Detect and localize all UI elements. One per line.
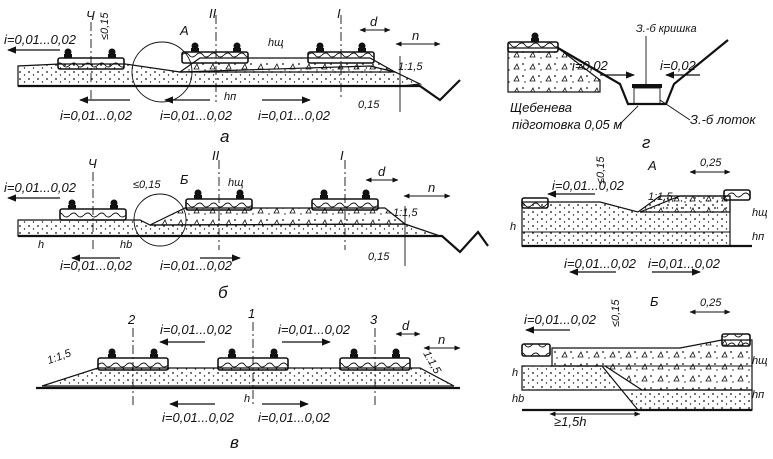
panel-a-label-ii: II [209,6,217,21]
panel-b-ground-line [18,230,489,254]
panel-g-prep-line-2: підготовка 0,05 м [512,117,622,132]
panel-b-caption: б [218,283,229,302]
panel-a-label-i: I [337,6,341,21]
panel-a: Ч II I A ≤0,15 hщ hп 1:1,5 d n 0,15 i=0,… [4,6,461,146]
panel-v-n: n [438,332,445,347]
panel-a-d: d [370,14,378,29]
panel-g-tray-label: З.-б лоток [690,112,756,127]
detail-b-min-len: ≥1,5h [554,414,586,429]
detail-a-slope-top: i=0,01...0,02 [552,178,625,193]
panel-a-slope-2: i=0,01...0,02 [60,108,133,123]
panel-v-rails [108,348,400,358]
panel-g-sleeper [507,41,559,53]
panel-g-slope-right: i=0,02 [660,58,697,73]
panel-v-slope-2: i=0,01...0,02 [278,322,351,337]
detail-b-hb: hb [512,393,524,405]
panel-a-hsh: hщ [268,37,283,49]
panel-b-label-ch: Ч [88,156,97,171]
panel-b-slope-3: i=0,01...0,02 [160,258,233,273]
panel-a-rails [64,42,366,58]
panel-b-callout-circle [133,193,187,247]
panel-b: Ч II I Б ≤0,15 hщ h hb 1:1,5 d n 0,15 i=… [4,148,489,302]
detail-b-hp: hп [752,389,764,401]
panel-g-cover [632,84,662,88]
panel-b-max-diff: ≤0,15 [133,179,161,191]
panel-a-offset: 0,15 [358,99,380,111]
detail-a-hp: hп [752,231,764,243]
panel-a-sleeper-ii [181,51,249,64]
panel-v-ballast [41,367,455,387]
panel-v-label-3: 3 [370,312,378,327]
panel-b-hb: hb [120,239,132,251]
panel-b-offset: 0,15 [368,251,390,263]
panel-a-max-diff: ≤0,15 [99,12,111,40]
panel-g-cover-label: З.-б кришка [636,23,697,35]
panel-b-n: n [428,180,435,195]
detail-a-slope-bottom-1: i=0,01...0,02 [564,256,637,271]
panel-a-callout-label: A [179,23,189,38]
panel-b-ballast-upper [149,207,407,226]
panel-g-tray [633,87,661,105]
panel-b-callout-label: Б [180,172,189,187]
detail-a-sleeper-right [723,189,751,201]
detail-a: A ≤0,15 0,25 1:1,5 h hщ hп i=0,01...0,02… [510,156,767,276]
detail-b-width: 0,25 [700,297,722,309]
panel-a-n: n [412,28,419,43]
panel-v-slope-3: i=0,01...0,02 [162,410,235,425]
detail-a-width: 0,25 [700,157,722,169]
detail-b-sleeper-left [521,343,551,357]
panel-v-label-1: 1 [248,306,255,321]
panel-b-slope-1: i=0,01...0,02 [4,180,77,195]
panel-a-slope-3: i=0,01...0,02 [160,108,233,123]
panel-v-slope-left: 1:1,5 [46,347,74,367]
detail-a-slope-bottom-2: i=0,01...0,02 [648,256,721,271]
panel-a-label-ch: Ч [86,8,95,23]
panel-g-prep-line-1: Щебенева [510,100,572,115]
panel-v-h: h [244,393,250,405]
panel-g: З.-б кришка i=0,02 i=0,02 Щебенева підго… [507,23,756,152]
panel-a-slope-4: i=0,01...0,02 [258,108,331,123]
detail-b-slope: i=0,01...0,02 [524,312,597,327]
panel-g-slope-left: i=0,02 [572,58,609,73]
detail-b: Б i=0,01...0,02 ≤0,15 0,25 h hb hщ hп ≥1… [512,294,767,429]
panel-b-hsh: hщ [228,177,243,189]
detail-a-slope: 1:1,5 [648,191,673,203]
panel-v-caption: в [230,433,239,452]
panel-v-slope-1: i=0,01...0,02 [160,322,233,337]
detail-a-max-diff: ≤0,15 [595,156,607,184]
detail-a-h: h [510,221,516,233]
panel-a-caption: а [220,127,229,146]
panel-a-slope-1: i=0,01...0,02 [4,32,77,47]
panel-g-caption: г [642,133,650,152]
detail-a-caption: A [647,158,657,173]
panel-b-slope: 1:1,5 [393,207,418,219]
detail-b-max-diff: ≤0,15 [610,299,622,327]
detail-b-h: h [512,367,518,379]
panel-b-label-i: I [340,148,344,163]
panel-a-callout-circle [131,41,193,103]
detail-b-hsh: hщ [752,355,767,367]
panel-b-h: h [38,239,44,251]
detail-a-hsh: hщ [752,207,767,219]
panel-a-slope: 1:1,5 [398,61,423,73]
panel-b-rails [68,189,370,209]
panel-a-ground-line [18,79,461,102]
detail-a-sleeper-left [521,197,549,209]
panel-v-label-2: 2 [127,312,136,327]
panel-v-d: d [402,318,410,333]
panel-b-slope-2: i=0,01...0,02 [60,258,133,273]
detail-b-caption: Б [650,294,659,309]
detail-b-sleeper-right [721,333,751,347]
panel-b-label-ii: II [212,148,220,163]
panel-a-hp: hп [224,91,236,103]
panel-v-slope-4: i=0,01...0,02 [258,410,331,425]
panel-v: 2 1 3 1:1,5 1:1,5 d n h i=0,01...0,02 i=… [36,306,461,452]
panel-b-d: d [378,164,386,179]
